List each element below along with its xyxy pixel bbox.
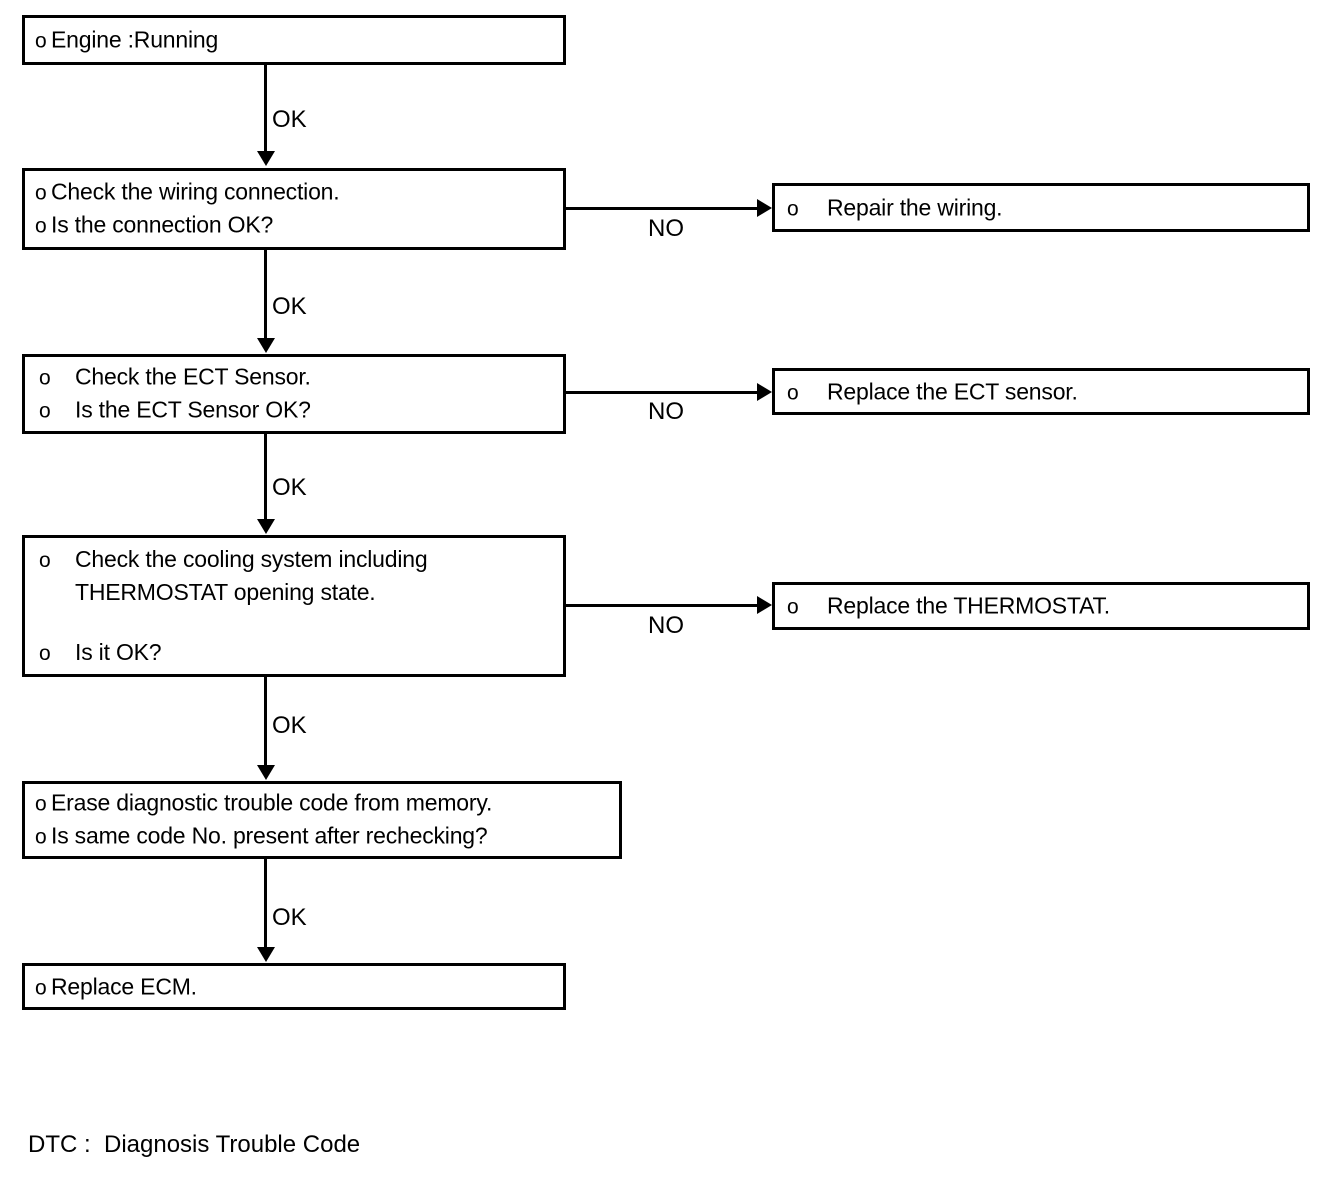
bullet-marker: o xyxy=(35,29,47,53)
node-check-ect-sensor-content: o Check the ECT Sensor. o Is the ECT Sen… xyxy=(25,361,563,428)
node-line: o Replace the ECT sensor. xyxy=(787,375,1295,408)
legend-item-dtc: DTC : Diagnosis Trouble Code xyxy=(28,1131,361,1158)
connector-engine-to-wiring xyxy=(264,65,267,151)
node-erase-dtc-content: o Erase diagnostic trouble code from mem… xyxy=(25,787,619,854)
connector-ect-no xyxy=(566,391,758,394)
node-line-text: Replace ECM. xyxy=(51,972,197,999)
arrow-right-icon xyxy=(757,383,772,401)
arrow-right-icon xyxy=(757,596,772,614)
legend: DTC : Diagnosis Trouble Code ECM : Engin… xyxy=(28,1072,401,1186)
arrow-down-icon xyxy=(257,519,275,534)
node-line: o Check the cooling system including xyxy=(39,543,549,576)
node-line: o Is the ECT Sensor OK? xyxy=(39,394,549,427)
bullet-marker: o xyxy=(787,595,799,619)
node-replace-ecm[interactable]: o Replace ECM. xyxy=(22,963,566,1010)
bullet-marker: o xyxy=(39,641,51,665)
node-replace-thermostat-content: o Replace the THERMOSTAT. xyxy=(775,589,1307,622)
node-replace-thermostat[interactable]: o Replace the THERMOSTAT. xyxy=(772,582,1310,630)
node-line: o Is same code No. present after recheck… xyxy=(35,820,609,853)
node-line: o Erase diagnostic trouble code from mem… xyxy=(35,787,609,820)
node-line-text: Is the ECT Sensor OK? xyxy=(75,397,311,423)
node-check-ect-sensor[interactable]: o Check the ECT Sensor. o Is the ECT Sen… xyxy=(22,354,566,434)
arrow-down-icon xyxy=(257,765,275,780)
arrow-down-icon xyxy=(257,338,275,353)
node-line: o Is the connection OK? xyxy=(35,209,553,242)
bullet-marker: o xyxy=(787,380,799,404)
arrow-right-icon xyxy=(757,199,772,217)
arrow-down-icon xyxy=(257,151,275,166)
node-line-text: Is it OK? xyxy=(75,638,162,665)
node-replace-ect-sensor[interactable]: o Replace the ECT sensor. xyxy=(772,368,1310,415)
node-line-text: Engine :Running xyxy=(51,26,219,53)
node-line-text: Check the ECT Sensor. xyxy=(75,363,311,390)
connector-cooling-to-erase xyxy=(264,677,267,765)
node-repair-wiring[interactable]: o Repair the wiring. xyxy=(772,183,1310,232)
bullet-marker: o xyxy=(35,215,47,238)
node-line-text: Is same code No. present after recheckin… xyxy=(51,823,488,849)
node-line-gap xyxy=(39,610,549,636)
node-line-text: THERMOSTAT opening state. xyxy=(75,579,376,606)
node-line-text: Replace the ECT sensor. xyxy=(827,377,1078,404)
node-check-cooling-system-content: o Check the cooling system including THE… xyxy=(25,543,563,669)
node-check-wiring-content: o Check the wiring connection. o Is the … xyxy=(25,176,563,243)
edge-label-no-3: NO xyxy=(648,612,684,639)
bullet-marker: o xyxy=(35,826,47,849)
node-line: o Check the ECT Sensor. xyxy=(39,361,549,394)
edge-label-ok-1: OK xyxy=(272,106,307,133)
node-repair-wiring-content: o Repair the wiring. xyxy=(775,191,1307,224)
bullet-marker: o xyxy=(35,975,47,999)
node-check-cooling-system[interactable]: o Check the cooling system including THE… xyxy=(22,535,566,677)
bullet-marker: o xyxy=(39,400,51,423)
bullet-marker: o xyxy=(39,366,51,390)
node-line-text: Replace the THERMOSTAT. xyxy=(827,592,1110,619)
node-check-wiring[interactable]: o Check the wiring connection. o Is the … xyxy=(22,168,566,250)
edge-label-ok-4: OK xyxy=(272,712,307,739)
node-line: o Replace the THERMOSTAT. xyxy=(787,589,1295,622)
node-line-text: Check the wiring connection. xyxy=(51,178,340,205)
edge-label-ok-5: OK xyxy=(272,904,307,931)
node-line-text: Is the connection OK? xyxy=(51,212,274,238)
node-line: o Repair the wiring. xyxy=(787,191,1295,224)
node-replace-ecm-content: o Replace ECM. xyxy=(25,970,563,1003)
node-line: o Is it OK? xyxy=(39,636,549,669)
node-line-text: Check the cooling system including xyxy=(75,545,428,572)
connector-ect-to-cooling xyxy=(264,434,267,519)
edge-label-ok-2: OK xyxy=(272,293,307,320)
node-line: o Engine :Running xyxy=(35,23,553,56)
arrow-down-icon xyxy=(257,947,275,962)
bullet-marker: o xyxy=(787,196,799,220)
connector-erase-to-ecm xyxy=(264,859,267,947)
edge-label-no-2: NO xyxy=(648,398,684,425)
connector-wiring-no xyxy=(566,207,758,210)
node-engine-running-content: o Engine :Running xyxy=(25,23,563,56)
node-line: o Replace ECM. xyxy=(35,970,553,1003)
node-line-text: Repair the wiring. xyxy=(827,193,1003,220)
connector-wiring-to-ect xyxy=(264,250,267,338)
node-erase-dtc[interactable]: o Erase diagnostic trouble code from mem… xyxy=(22,781,622,859)
bullet-marker: o xyxy=(35,181,47,205)
node-line: o Check the wiring connection. xyxy=(35,176,553,209)
node-line-wrap: THERMOSTAT opening state. xyxy=(39,576,549,609)
node-line-text: Erase diagnostic trouble code from memor… xyxy=(51,789,493,816)
edge-label-no-1: NO xyxy=(648,215,684,242)
bullet-marker: o xyxy=(39,548,51,572)
connector-cooling-no xyxy=(566,604,758,607)
bullet-marker: o xyxy=(35,792,47,816)
node-replace-ect-sensor-content: o Replace the ECT sensor. xyxy=(775,375,1307,408)
node-engine-running[interactable]: o Engine :Running xyxy=(22,15,566,65)
edge-label-ok-3: OK xyxy=(272,474,307,501)
